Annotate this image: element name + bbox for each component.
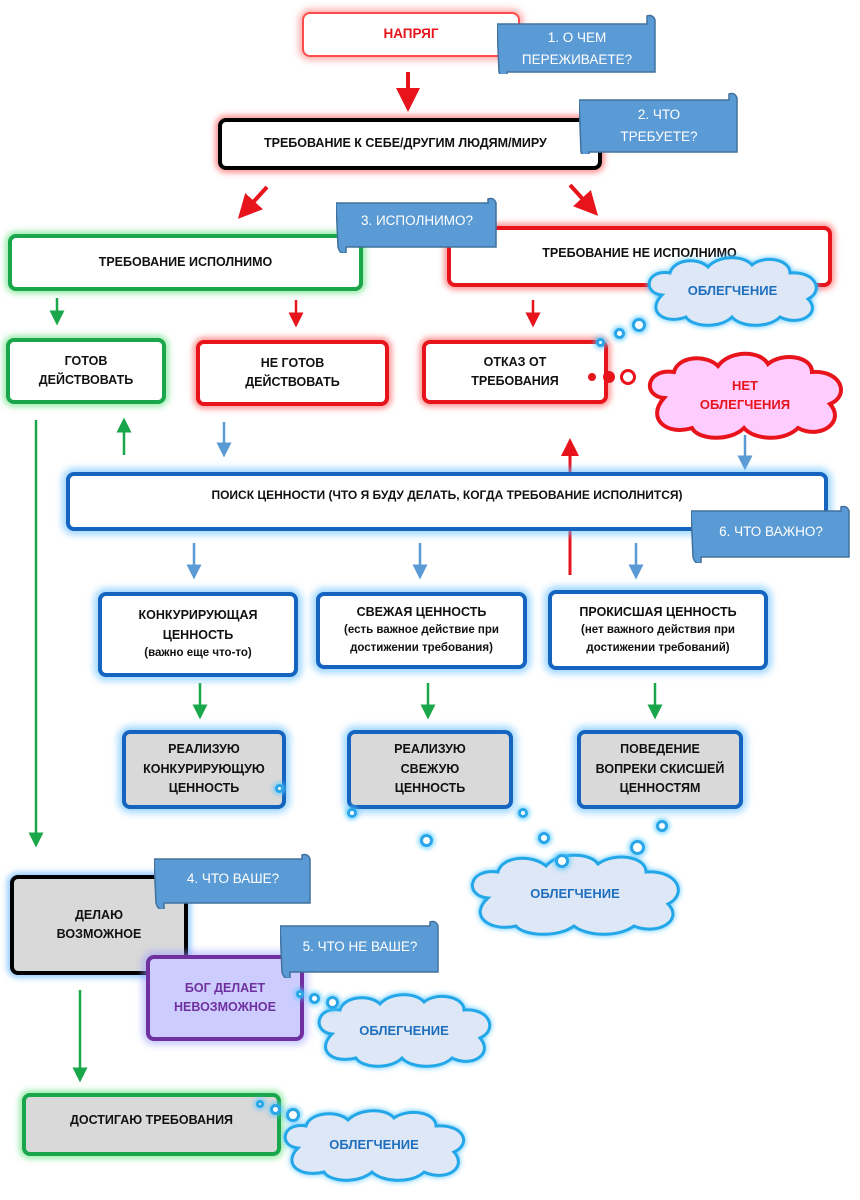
ready-line-2: ДЕЙСТВОВАТЬ bbox=[38, 373, 134, 387]
realize-fresh-line-2: СВЕЖУЮ bbox=[400, 761, 460, 776]
behavior-box: ПОВЕДЕНИЕ ВОПРЕКИ СКИСШЕЙ ЦЕННОСТЯМ bbox=[577, 730, 743, 809]
behavior-line-1: ПОВЕДЕНИЕ bbox=[620, 742, 700, 757]
realize-competing-box: РЕАЛИЗУЮ КОНКУРИРУЮЩУЮ ЦЕННОСТЬ bbox=[122, 730, 286, 809]
refusal-line-1: ОТКАЗ ОТ bbox=[483, 354, 547, 369]
ready-box: ГОТОВ ДЕЙСТВОВАТЬ bbox=[6, 338, 166, 404]
relief-cloud-top: ОБЛЕГЧЕНИЕ bbox=[640, 255, 825, 327]
demand-label: ТРЕБОВАНИЕ К СЕБЕ/ДРУГИМ ЛЮДЯМ/МИРУ bbox=[264, 136, 547, 151]
thought-bubble bbox=[630, 840, 645, 855]
question-flag-3: 3. ИСПОЛНИМО? bbox=[336, 197, 498, 253]
realize-fresh-box: РЕАЛИЗУЮ СВЕЖУЮ ЦЕННОСТЬ bbox=[347, 730, 513, 809]
not-ready-line-2: ДЕЙСТВОВАТЬ bbox=[245, 375, 340, 389]
feasible-label: ТРЕБОВАНИЕ ИСПОЛНИМО bbox=[98, 254, 273, 269]
napryag-label: НАПРЯГ bbox=[383, 26, 439, 42]
realize-competing-line-3: ЦЕННОСТЬ bbox=[168, 781, 240, 796]
thought-bubble bbox=[588, 373, 596, 381]
behavior-line-2: ВОПРЕКИ СКИСШЕЙ bbox=[595, 761, 725, 776]
question-flag-2: 2. ЧТО ТРЕБУЕТЕ? bbox=[579, 92, 739, 154]
thought-bubble bbox=[275, 784, 284, 793]
question-flag-6: 6. ЧТО ВАЖНО? bbox=[691, 505, 851, 563]
competing-line-2: ЦЕННОСТЬ bbox=[162, 627, 234, 642]
question-3-label: 3. ИСПОЛНИМО? bbox=[360, 213, 474, 229]
no-relief-line-2: ОБЛЕГЧЕНИЯ bbox=[699, 397, 791, 412]
thought-bubble bbox=[286, 1108, 300, 1122]
relief-cloud-bottom: ОБЛЕГЧЕНИЕ bbox=[276, 1108, 472, 1182]
relief-cloud-bottom-label: ОБЛЕГЧЕНИЕ bbox=[329, 1137, 419, 1153]
infeasible-box: ТРЕБОВАНИЕ НЕ ИСПОЛНИМО bbox=[447, 226, 832, 287]
arrow-demand-to-feasible bbox=[237, 185, 269, 219]
thought-bubble bbox=[555, 854, 569, 868]
fresh-line-1: СВЕЖАЯ ЦЕННОСТЬ bbox=[356, 605, 487, 619]
refusal-line-2: ТРЕБОВАНИЯ bbox=[471, 374, 559, 388]
god-line-1: БОГ ДЕЛАЕТ bbox=[184, 980, 266, 995]
arrow-demand-to-infeasible bbox=[568, 183, 599, 216]
achieve-label: ДОСТИГАЮ ТРЕБОВАНИЯ bbox=[69, 1113, 234, 1127]
thought-bubble bbox=[614, 328, 625, 339]
relief-cloud-middle-label: ОБЛЕГЧЕНИЕ bbox=[530, 886, 620, 902]
realize-fresh-line-1: РЕАЛИЗУЮ bbox=[394, 742, 466, 757]
napryag-box: НАПРЯГ bbox=[302, 12, 520, 57]
question-5-label: 5. ЧТО НЕ ВАШЕ? bbox=[302, 939, 418, 955]
ready-line-1: ГОТОВ bbox=[64, 353, 108, 368]
thought-bubble bbox=[596, 338, 605, 347]
fresh-value-box: СВЕЖАЯ ЦЕННОСТЬ (есть важное действие пр… bbox=[316, 592, 527, 669]
refusal-box: ОТКАЗ ОТ ТРЕБОВАНИЯ bbox=[422, 340, 608, 404]
feasible-box: ТРЕБОВАНИЕ ИСПОЛНИМО bbox=[8, 234, 363, 291]
demand-box: ТРЕБОВАНИЕ К СЕБЕ/ДРУГИМ ЛЮДЯМ/МИРУ bbox=[218, 118, 602, 170]
realize-competing-line-1: РЕАЛИЗУЮ bbox=[168, 742, 240, 757]
thought-bubble bbox=[632, 318, 646, 332]
value-search-label: ПОИСК ЦЕННОСТИ (ЧТО Я БУДУ ДЕЛАТЬ, КОГДА… bbox=[211, 488, 683, 502]
do-possible-line-1: ДЕЛАЮ bbox=[75, 907, 123, 922]
question-1-line-2: ПЕРЕЖИВАЕТЕ? bbox=[521, 52, 633, 67]
thought-bubble bbox=[270, 1104, 281, 1115]
fresh-line-3: достижении требования) bbox=[350, 642, 493, 655]
thought-bubble bbox=[518, 808, 528, 818]
sour-line-1: ПРОКИСШАЯ ЦЕННОСТЬ bbox=[579, 604, 737, 619]
question-1-line-1: 1. О ЧЕМ bbox=[547, 30, 607, 46]
no-relief-cloud: НЕТ ОБЛЕГЧЕНИЯ bbox=[640, 350, 850, 440]
infeasible-label: ТРЕБОВАНИЕ НЕ ИСПОЛНИМО bbox=[542, 246, 737, 260]
thought-bubble bbox=[603, 371, 615, 383]
competing-line-1: КОНКУРИРУЮЩАЯ bbox=[138, 608, 258, 623]
question-flag-5: 5. ЧТО НЕ ВАШЕ? bbox=[280, 920, 440, 978]
question-2-line-1: 2. ЧТО bbox=[637, 107, 681, 123]
god-box: БОГ ДЕЛАЕТ НЕВОЗМОЖНОЕ bbox=[146, 955, 304, 1041]
question-4-label: 4. ЧТО ВАШЕ? bbox=[186, 871, 280, 887]
fresh-line-2: (есть важное действие при bbox=[344, 624, 499, 637]
question-2-line-2: ТРЕБУЕТЕ? bbox=[620, 129, 698, 144]
thought-bubble bbox=[309, 993, 320, 1004]
thought-bubble bbox=[420, 834, 433, 847]
not-ready-box: НЕ ГОТОВ ДЕЙСТВОВАТЬ bbox=[196, 340, 389, 406]
thought-bubble bbox=[620, 369, 636, 385]
do-possible-line-2: ВОЗМОЖНОЕ bbox=[56, 927, 142, 941]
thought-bubble bbox=[256, 1100, 264, 1108]
achieve-box: ДОСТИГАЮ ТРЕБОВАНИЯ bbox=[22, 1093, 281, 1156]
realize-competing-line-2: КОНКУРИРУЮЩУЮ bbox=[143, 761, 265, 776]
relief-cloud-god: ОБЛЕГЧЕНИЕ bbox=[310, 992, 498, 1070]
question-flag-1: 1. О ЧЕМ ПЕРЕЖИВАЕТЕ? bbox=[497, 14, 657, 74]
no-relief-line-1: НЕТ bbox=[732, 377, 758, 393]
competing-value-box: КОНКУРИРУЮЩАЯ ЦЕННОСТЬ (важно еще что-то… bbox=[98, 592, 298, 677]
competing-line-3: (важно еще что-то) bbox=[144, 646, 252, 659]
sour-line-3: достижении требований) bbox=[586, 641, 730, 654]
relief-cloud-middle: ОБЛЕГЧЕНИЕ bbox=[462, 852, 688, 936]
god-line-2: НЕВОЗМОЖНОЕ bbox=[174, 1000, 276, 1014]
thought-bubble bbox=[326, 996, 339, 1009]
question-6-label: 6. ЧТО ВАЖНО? bbox=[719, 524, 823, 540]
realize-fresh-line-3: ЦЕННОСТЬ bbox=[394, 781, 466, 796]
behavior-line-3: ЦЕННОСТЯМ bbox=[619, 781, 701, 796]
thought-bubble bbox=[296, 990, 304, 998]
question-flag-4: 4. ЧТО ВАШЕ? bbox=[154, 853, 312, 909]
sour-value-box: ПРОКИСШАЯ ЦЕННОСТЬ (нет важного действия… bbox=[548, 590, 768, 670]
not-ready-line-1: НЕ ГОТОВ bbox=[260, 355, 325, 370]
sour-line-2: (нет важного действия при bbox=[580, 623, 736, 636]
relief-cloud-god-label: ОБЛЕГЧЕНИЕ bbox=[359, 1023, 449, 1039]
relief-cloud-top-label: ОБЛЕГЧЕНИЕ bbox=[687, 283, 778, 299]
thought-bubble bbox=[538, 832, 550, 844]
thought-bubble bbox=[656, 820, 668, 832]
thought-bubble bbox=[347, 808, 357, 818]
